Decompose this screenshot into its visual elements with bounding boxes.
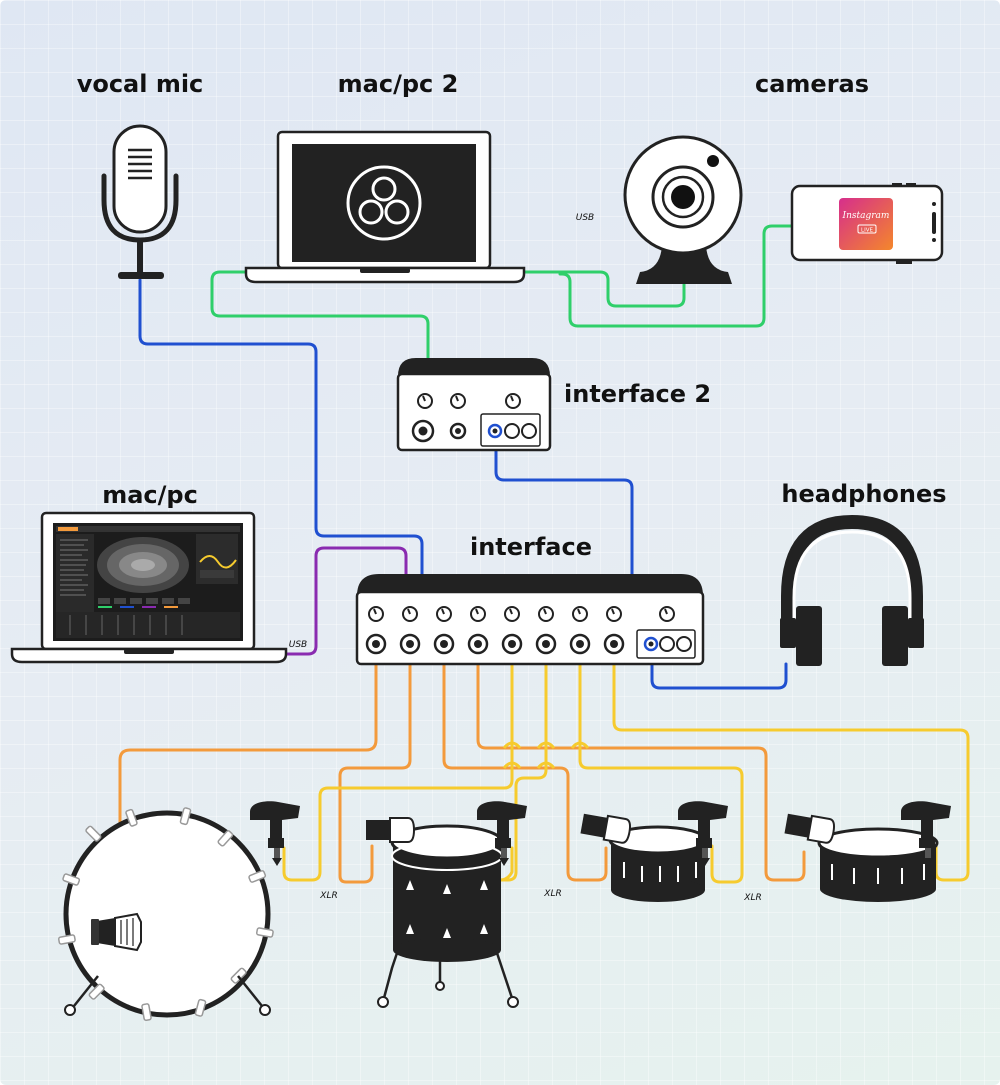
daw-screen	[56, 526, 240, 638]
label-vocal-mic: vocal mic	[77, 70, 204, 98]
snare-mic-icon	[784, 813, 836, 844]
phone-icon: Instagram LIVE	[790, 183, 944, 264]
snare-drum-icon	[817, 827, 939, 902]
cable-crossings	[502, 741, 590, 769]
cable-mic-to-interface	[138, 278, 424, 578]
xlr-tom-1	[442, 644, 608, 882]
laptop-1-icon	[10, 511, 288, 664]
laptop-2-icon	[244, 130, 526, 284]
label-mac-pc: mac/pc	[102, 481, 198, 509]
webcam-icon	[623, 135, 743, 284]
cable-laptop2-to-phone	[558, 224, 794, 328]
interface-2-icon	[396, 358, 552, 452]
floor-tom-icon	[377, 824, 519, 1008]
instagram-live-icon	[839, 198, 893, 250]
tom-mic-2-icon	[580, 813, 632, 844]
drum-clamp-1-icon	[250, 801, 300, 866]
cable-laptop-usb	[284, 546, 408, 656]
cable-tag-xlr-2: XLR	[543, 889, 561, 899]
cable-interface2-to-laptop2	[210, 270, 430, 362]
xlr-tom-clamp-1	[578, 644, 744, 884]
phone-live-badge: LIVE	[861, 228, 873, 234]
tom-mic-1-icon	[366, 817, 416, 843]
cable-tag-xlr-3: XLR	[743, 893, 761, 903]
label-mac-pc-2: mac/pc 2	[338, 70, 459, 98]
xlr-snare-clamp-2	[498, 644, 548, 882]
xlr-snare-clamp-1	[282, 644, 514, 882]
xlr-floor-tom	[338, 644, 412, 884]
cable-tag-usb-top: USB	[576, 213, 594, 223]
label-interface: interface	[470, 533, 592, 561]
phone-app-name: Instagram	[842, 211, 890, 221]
vocal-mic-icon	[101, 124, 179, 279]
label-interface-2: interface 2	[564, 380, 711, 408]
xlr-kick	[118, 644, 378, 922]
xlr-tom-2	[476, 644, 806, 882]
label-cameras: cameras	[755, 70, 869, 98]
kick-drum-icon	[57, 807, 274, 1022]
headphones-icon	[780, 514, 924, 666]
cable-headphones	[650, 644, 788, 690]
label-headphones: headphones	[781, 480, 946, 508]
rack-tom-icon	[608, 825, 708, 902]
cable-laptop2-to-webcam	[520, 270, 686, 308]
cable-interface2-to-interface	[494, 430, 634, 578]
cable-tag-usb-bottom: USB	[289, 640, 307, 650]
cable-tag-xlr-1: XLR	[319, 891, 337, 901]
interface-icon	[355, 574, 705, 666]
obs-logo-icon	[346, 165, 422, 241]
kick-mic-icon	[90, 913, 142, 951]
xlr-tom-clamp-2	[612, 644, 970, 882]
